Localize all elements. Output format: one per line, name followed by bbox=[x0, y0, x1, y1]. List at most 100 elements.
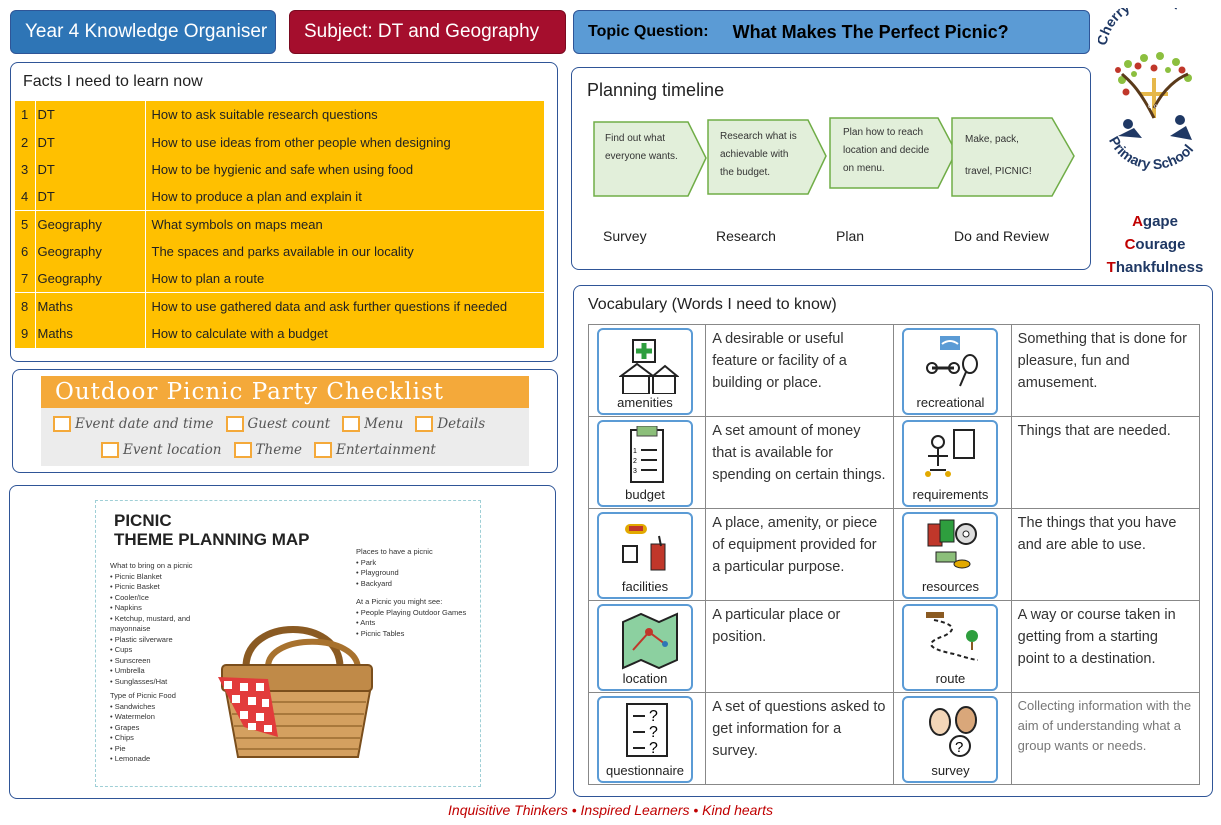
fact-text: How to be hygienic and safe when using f… bbox=[145, 155, 545, 184]
vocab-word: location bbox=[622, 671, 668, 686]
timeline-step-2-text: Research what is achievable with the bud… bbox=[720, 131, 797, 178]
checklist-item[interactable]: Event location bbox=[101, 442, 222, 458]
planning-timeline-panel: Planning timeline Find out what everyone… bbox=[571, 67, 1091, 270]
svg-text:?: ? bbox=[649, 740, 658, 757]
fact-subject: Geography bbox=[35, 265, 146, 293]
checklist-title: Outdoor Picnic Party Checklist bbox=[41, 376, 529, 408]
survey-icon: ? bbox=[929, 706, 978, 757]
vocab-symbol-cell: requirements bbox=[893, 416, 1012, 509]
map-list-item: Park bbox=[356, 558, 476, 569]
checkbox-icon bbox=[342, 416, 361, 432]
checklist-body: Event date and time Guest count Menu Detail… bbox=[41, 408, 529, 466]
vocab-definition: A set amount of money that is available … bbox=[705, 416, 895, 509]
fact-number: 8 bbox=[15, 292, 36, 321]
vocab-definition: The things that you have and are able to… bbox=[1010, 508, 1201, 601]
svg-text:Primary School: Primary School bbox=[1106, 133, 1196, 172]
timeline-step-1-text: Find out what everyone wants. bbox=[605, 133, 678, 162]
map-list-item: Ants bbox=[356, 618, 476, 629]
vocab-word: requirements bbox=[912, 487, 989, 502]
year-header: Year 4 Knowledge Organiser bbox=[10, 10, 276, 54]
timeline-label-research: Research bbox=[716, 228, 776, 244]
vocab-definition: A set of questions asked to get informat… bbox=[705, 692, 895, 785]
footer-motto: Inquisitive Thinkers • Inspired Learners… bbox=[448, 802, 773, 818]
fact-number: 7 bbox=[15, 265, 36, 293]
facts-title: Facts I need to learn now bbox=[23, 73, 203, 90]
map-list-item: Grapes bbox=[110, 723, 220, 734]
vocab-card-location: location bbox=[597, 604, 693, 691]
school-name-bottom: Primary School bbox=[1106, 133, 1196, 172]
checklist-item[interactable]: Menu bbox=[342, 416, 403, 432]
fact-text: How to ask suitable research questions bbox=[145, 101, 545, 129]
svg-text:1: 1 bbox=[633, 448, 637, 455]
questionnaire-icon: ??? bbox=[626, 703, 668, 757]
resources-icon bbox=[927, 519, 978, 569]
map-list-item: Ketchup, mustard, and mayonnaise bbox=[110, 614, 220, 635]
map-list-item: Backyard bbox=[356, 579, 476, 590]
vocab-row: ??? questionnaire A set of questions asked… bbox=[587, 692, 1201, 785]
checklist-item[interactable]: Theme bbox=[233, 442, 302, 458]
places-list: Places to have a picnic ParkPlaygroundBa… bbox=[356, 547, 476, 639]
vocab-word: amenities bbox=[617, 395, 673, 410]
svg-text:2: 2 bbox=[633, 458, 637, 465]
vocab-word: facilities bbox=[621, 579, 669, 594]
fact-number: 2 bbox=[15, 128, 36, 156]
vocab-word: resources bbox=[921, 579, 980, 594]
timeline-label-plan: Plan bbox=[836, 228, 865, 244]
timeline-step-3-text: Plan how to reach location and decide on… bbox=[843, 127, 930, 174]
checklist-item[interactable]: Details bbox=[415, 416, 485, 432]
vocab-definition: Collecting information with the aim of u… bbox=[1010, 692, 1201, 785]
checklist-item[interactable]: Entertainment bbox=[314, 442, 436, 458]
checklist-item-label: Menu bbox=[364, 416, 404, 432]
fact-text: How to use ideas from other people when … bbox=[145, 128, 545, 156]
vocab-word: budget bbox=[625, 487, 665, 502]
map-list-item: Picnic Tables bbox=[356, 629, 476, 640]
map-list-item: Playground bbox=[356, 568, 476, 579]
fact-subject: DT bbox=[35, 101, 146, 129]
fact-subject: Geography bbox=[35, 237, 146, 266]
vocab-symbol-cell: recreational bbox=[893, 324, 1012, 417]
vocab-card-route: route bbox=[902, 604, 999, 691]
fact-text: How to calculate with a budget bbox=[145, 320, 545, 348]
picnic-map-title: PICNIC THEME PLANNING MAP bbox=[114, 511, 310, 549]
vocab-symbol-cell: ??? questionnaire bbox=[587, 692, 707, 785]
bring-list: What to bring on a picnic Picnic Blanket… bbox=[110, 561, 220, 765]
fact-number: 1 bbox=[15, 101, 36, 129]
map-list-item: Sunscreen bbox=[110, 656, 220, 667]
svg-text:Cherry Hinton: Cherry Hinton bbox=[1098, 8, 1182, 47]
checkbox-icon bbox=[314, 442, 332, 458]
map-list-item: Picnic Basket bbox=[110, 582, 220, 593]
checkbox-icon bbox=[225, 416, 244, 432]
checklist-item-label: Event location bbox=[123, 442, 222, 458]
map-list-item: Watermelon bbox=[110, 712, 220, 723]
checkbox-icon bbox=[53, 416, 71, 432]
checklist-item[interactable]: Event date and time bbox=[53, 416, 214, 432]
route-icon bbox=[926, 612, 979, 661]
value-courage: ourage bbox=[1135, 236, 1186, 253]
map-list-item: Plastic silverware bbox=[110, 635, 220, 646]
vocab-word: questionnaire bbox=[605, 763, 685, 778]
checklist-item[interactable]: Guest count bbox=[225, 416, 330, 432]
fact-number: 9 bbox=[15, 320, 36, 348]
fact-subject: DT bbox=[35, 155, 146, 184]
vocab-row: location A particular place or position.r… bbox=[587, 600, 1201, 693]
vocab-definition: A particular place or position. bbox=[705, 600, 895, 693]
vocab-symbol-cell: amenities bbox=[587, 324, 707, 417]
requirements-icon bbox=[925, 429, 976, 477]
topic-label: Topic Question: bbox=[588, 23, 709, 40]
map-list-item: Cups bbox=[110, 645, 220, 656]
map-list-item: Umbrella bbox=[110, 666, 220, 677]
vocab-definition: Something that is done for pleasure, fun… bbox=[1010, 324, 1201, 417]
map-list-item: Napkins bbox=[110, 603, 220, 614]
map-list-item: Cooler/Ice bbox=[110, 593, 220, 604]
checklist-item-label: Theme bbox=[255, 442, 302, 458]
